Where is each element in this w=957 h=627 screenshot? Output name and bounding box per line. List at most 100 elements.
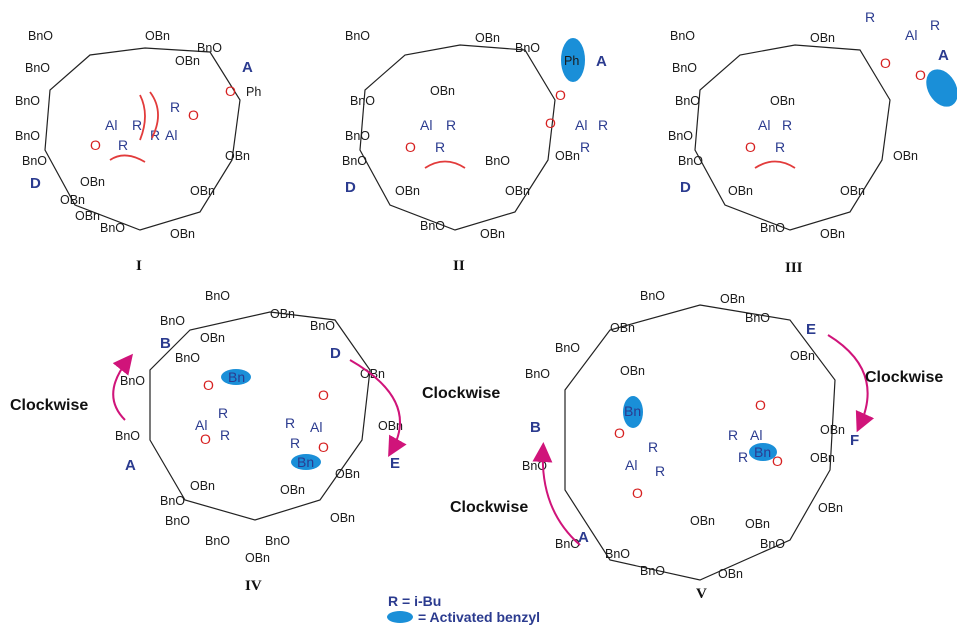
macrocycle-IV	[149, 311, 371, 521]
aluminum-atom: Al	[195, 417, 207, 433]
r-substituent: R	[170, 99, 180, 115]
group-label: OBn	[280, 483, 305, 497]
r-substituent: R	[132, 117, 142, 133]
aluminum-atom: Al	[105, 117, 117, 133]
benzyl-label: Bn	[297, 454, 314, 470]
group-label: BnO	[175, 351, 200, 365]
group-label: OBn	[770, 94, 795, 108]
oxygen-atom: O	[880, 55, 891, 71]
clockwise-arrow	[827, 334, 875, 433]
group-label: OBn	[225, 149, 250, 163]
group-label: OBn	[170, 227, 195, 241]
group-label: BnO	[165, 514, 190, 528]
oxygen-atom: O	[545, 115, 556, 131]
r-substituent: R	[285, 415, 295, 431]
group-label: OBn	[810, 451, 835, 465]
group-label: BnO	[160, 314, 185, 328]
r-substituent: R	[220, 427, 230, 443]
group-label: OBn	[818, 501, 843, 515]
panel-label-I: I	[136, 258, 142, 274]
panel-IV: BnO OBn BnO OBn BnO BnO BnO BnO OBn OBn …	[10, 289, 500, 594]
group-label: BnO	[15, 94, 40, 108]
oxygen-atom: O	[632, 485, 643, 501]
oxygen-atom: O	[188, 107, 199, 123]
group-label: BnO	[345, 29, 370, 43]
aluminum-atom: Al	[905, 27, 917, 43]
aluminum-atom: Al	[310, 419, 322, 435]
group-label: OBn	[620, 364, 645, 378]
group-label: OBn	[270, 307, 295, 321]
group-label: BnO	[485, 154, 510, 168]
oxygen-atom: O	[318, 387, 329, 403]
activated-benzyl-marker	[749, 443, 777, 461]
macrocycle-II	[359, 44, 556, 231]
clockwise-arrow	[532, 442, 581, 546]
group-label: OBn	[893, 149, 918, 163]
r-substituent: R	[218, 405, 228, 421]
r-substituent: R	[150, 127, 160, 143]
steric-clash-mark	[149, 91, 159, 139]
group-label: OBn	[190, 184, 215, 198]
oxygen-atom: O	[772, 453, 783, 469]
r-substituent: R	[655, 463, 665, 479]
aluminum-atom: Al	[420, 117, 432, 133]
macrocycle-V	[564, 304, 836, 581]
group-label: OBn	[145, 29, 170, 43]
r-substituent: R	[435, 139, 445, 155]
legend-r-definition: R = i-Bu	[388, 593, 441, 609]
phenyl-group: Ph	[246, 85, 261, 99]
steric-clash-mark	[424, 160, 466, 169]
group-label: OBn	[430, 84, 455, 98]
ring-letter-F: F	[850, 432, 859, 449]
group-label: BnO	[555, 537, 580, 551]
ring-letter-B: B	[160, 335, 171, 352]
r-substituent: R	[290, 435, 300, 451]
group-label: OBn	[745, 517, 770, 531]
group-label: OBn	[245, 551, 270, 565]
group-label: BnO	[670, 29, 695, 43]
panel-label-V: V	[696, 586, 707, 602]
group-label: OBn	[395, 184, 420, 198]
direction-label: Clockwise	[10, 397, 88, 414]
panel-III: BnO OBn BnO BnO BnO BnO OBn BnO OBn OBn …	[668, 9, 957, 276]
group-label: OBn	[60, 193, 85, 207]
steric-clash-mark	[139, 94, 146, 141]
oxygen-atom: O	[915, 67, 926, 83]
group-label: BnO	[605, 547, 630, 561]
group-label: BnO	[640, 289, 665, 303]
r-substituent: R	[446, 117, 456, 133]
group-label: OBn	[505, 184, 530, 198]
activated-benzyl-marker	[291, 454, 321, 470]
direction-label: Clockwise	[422, 385, 500, 402]
oxygen-atom: O	[203, 377, 214, 393]
macrocycle-III	[694, 44, 891, 231]
oxygen-atom: O	[405, 139, 416, 155]
group-label: BnO	[160, 494, 185, 508]
ring-letter-B: B	[530, 419, 541, 436]
activated-benzyl-marker	[561, 38, 585, 82]
ring-letter-D: D	[680, 179, 691, 196]
oxygen-atom: O	[755, 397, 766, 413]
r-substituent: R	[782, 117, 792, 133]
r-substituent: R	[118, 137, 128, 153]
group-label: BnO	[672, 61, 697, 75]
panel-I: BnO OBn OBn BnO BnO BnO BnO BnO OBn OBn …	[15, 29, 261, 274]
group-label: OBn	[790, 349, 815, 363]
group-label: OBn	[820, 227, 845, 241]
ring-letter-D: D	[330, 345, 341, 362]
aluminum-atom: Al	[575, 117, 587, 133]
benzyl-label: Bn	[228, 369, 245, 385]
group-label: BnO	[345, 129, 370, 143]
direction-label: Clockwise	[450, 499, 528, 516]
activated-benzyl-legend-swatch	[387, 611, 413, 623]
group-label: BnO	[205, 534, 230, 548]
group-label: BnO	[668, 129, 693, 143]
macrocycle-I	[44, 47, 241, 231]
r-substituent: R	[738, 449, 748, 465]
group-label: BnO	[522, 459, 547, 473]
activated-benzyl-marker	[221, 369, 251, 385]
group-label: BnO	[745, 311, 770, 325]
group-label: BnO	[22, 154, 47, 168]
group-label: BnO	[100, 221, 125, 235]
